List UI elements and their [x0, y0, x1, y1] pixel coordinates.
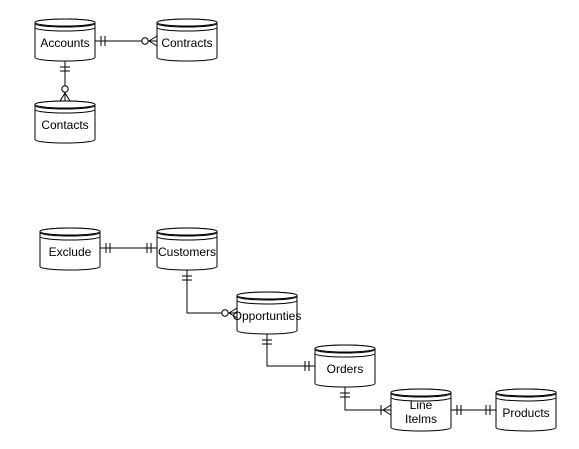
entity-ring: [39, 236, 101, 241]
cardinality-one-and-only-one-marker: [456, 405, 462, 415]
entity-ring: [390, 393, 452, 398]
relationship-line: [266, 334, 315, 367]
cardinality-one-and-only-one-marker: [485, 405, 491, 415]
entity-top: [34, 18, 96, 27]
entity-ring: [314, 349, 376, 354]
entity-top: [236, 291, 298, 300]
entity-top: [39, 227, 101, 236]
entity-contacts[interactable]: Contacts: [34, 100, 96, 144]
entity-label: Contacts: [41, 118, 88, 132]
entity-ring: [34, 23, 96, 28]
entity-ring: [236, 300, 298, 305]
entity-ring: [39, 232, 101, 237]
cardinality-zero-or-many-marker: [221, 307, 238, 319]
entity-label: Customers: [158, 245, 216, 259]
entity-top: [156, 227, 218, 236]
entity-label: Orders: [327, 362, 364, 376]
entity-exclude[interactable]: Exclude: [39, 227, 101, 271]
relationship-lines: [59, 35, 496, 416]
entity-top: [495, 388, 557, 397]
cardinality-one-and-only-one-marker: [146, 243, 152, 253]
entity-ring: [236, 296, 298, 301]
entity-top: [390, 388, 452, 397]
relationship-opportunities-orders[interactable]: [262, 334, 315, 371]
relationship-line-items-products[interactable]: [451, 405, 496, 415]
cardinality-one-or-many-marker: [380, 404, 392, 416]
cardinality-one-and-only-one-marker: [262, 339, 272, 345]
cardinality-one-and-only-one-marker: [182, 275, 192, 281]
entity-orders[interactable]: Orders: [314, 344, 376, 388]
entity-customers[interactable]: Customers: [156, 227, 218, 271]
entity-ring: [314, 353, 376, 358]
relationship-exclude-customers[interactable]: [100, 243, 157, 253]
entity-label: Contracts: [161, 36, 212, 50]
cardinality-one-and-only-one-marker: [340, 392, 350, 398]
entity-ring: [390, 397, 452, 402]
cardinality-one-and-only-one-marker: [304, 361, 310, 371]
entity-ring: [156, 232, 218, 237]
entity-label: Accounts: [40, 36, 89, 50]
entity-products[interactable]: Products: [495, 388, 557, 432]
entity-ring: [34, 27, 96, 32]
entity-label: Products: [502, 406, 549, 420]
cardinality-one-and-only-one-marker: [100, 36, 106, 46]
relationship-line: [186, 270, 237, 314]
entity-top: [156, 18, 218, 27]
entity-ring: [495, 397, 557, 402]
entity-ring: [156, 27, 218, 32]
entity-ring: [156, 236, 218, 241]
entity-opportunities[interactable]: Opportunties: [233, 291, 302, 335]
entity-accounts[interactable]: Accounts: [34, 18, 96, 62]
relationship-accounts-contacts[interactable]: [59, 61, 71, 102]
cardinality-zero-or-many-marker: [141, 35, 158, 47]
relationship-accounts-contracts[interactable]: [95, 35, 158, 47]
entity-top: [34, 100, 96, 109]
entity-top: [314, 344, 376, 353]
entity-label: Exclude: [49, 245, 92, 259]
relationship-orders-line-items[interactable]: [340, 387, 392, 416]
cardinality-zero-or-many-marker: [59, 85, 71, 102]
entity-ring: [495, 393, 557, 398]
cardinality-one-and-only-one-marker: [60, 66, 70, 72]
entity-ring: [34, 105, 96, 110]
entity-contracts[interactable]: Contracts: [156, 18, 218, 62]
cardinality-one-and-only-one-marker: [105, 243, 111, 253]
entity-ring: [34, 109, 96, 114]
relationship-line: [344, 387, 391, 411]
entity-label: Itelms: [405, 412, 437, 426]
relationship-customers-opportunities[interactable]: [182, 270, 238, 319]
entity-ring: [156, 23, 218, 28]
entity-label: Opportunties: [233, 309, 302, 323]
entity-label: Line: [410, 398, 433, 412]
